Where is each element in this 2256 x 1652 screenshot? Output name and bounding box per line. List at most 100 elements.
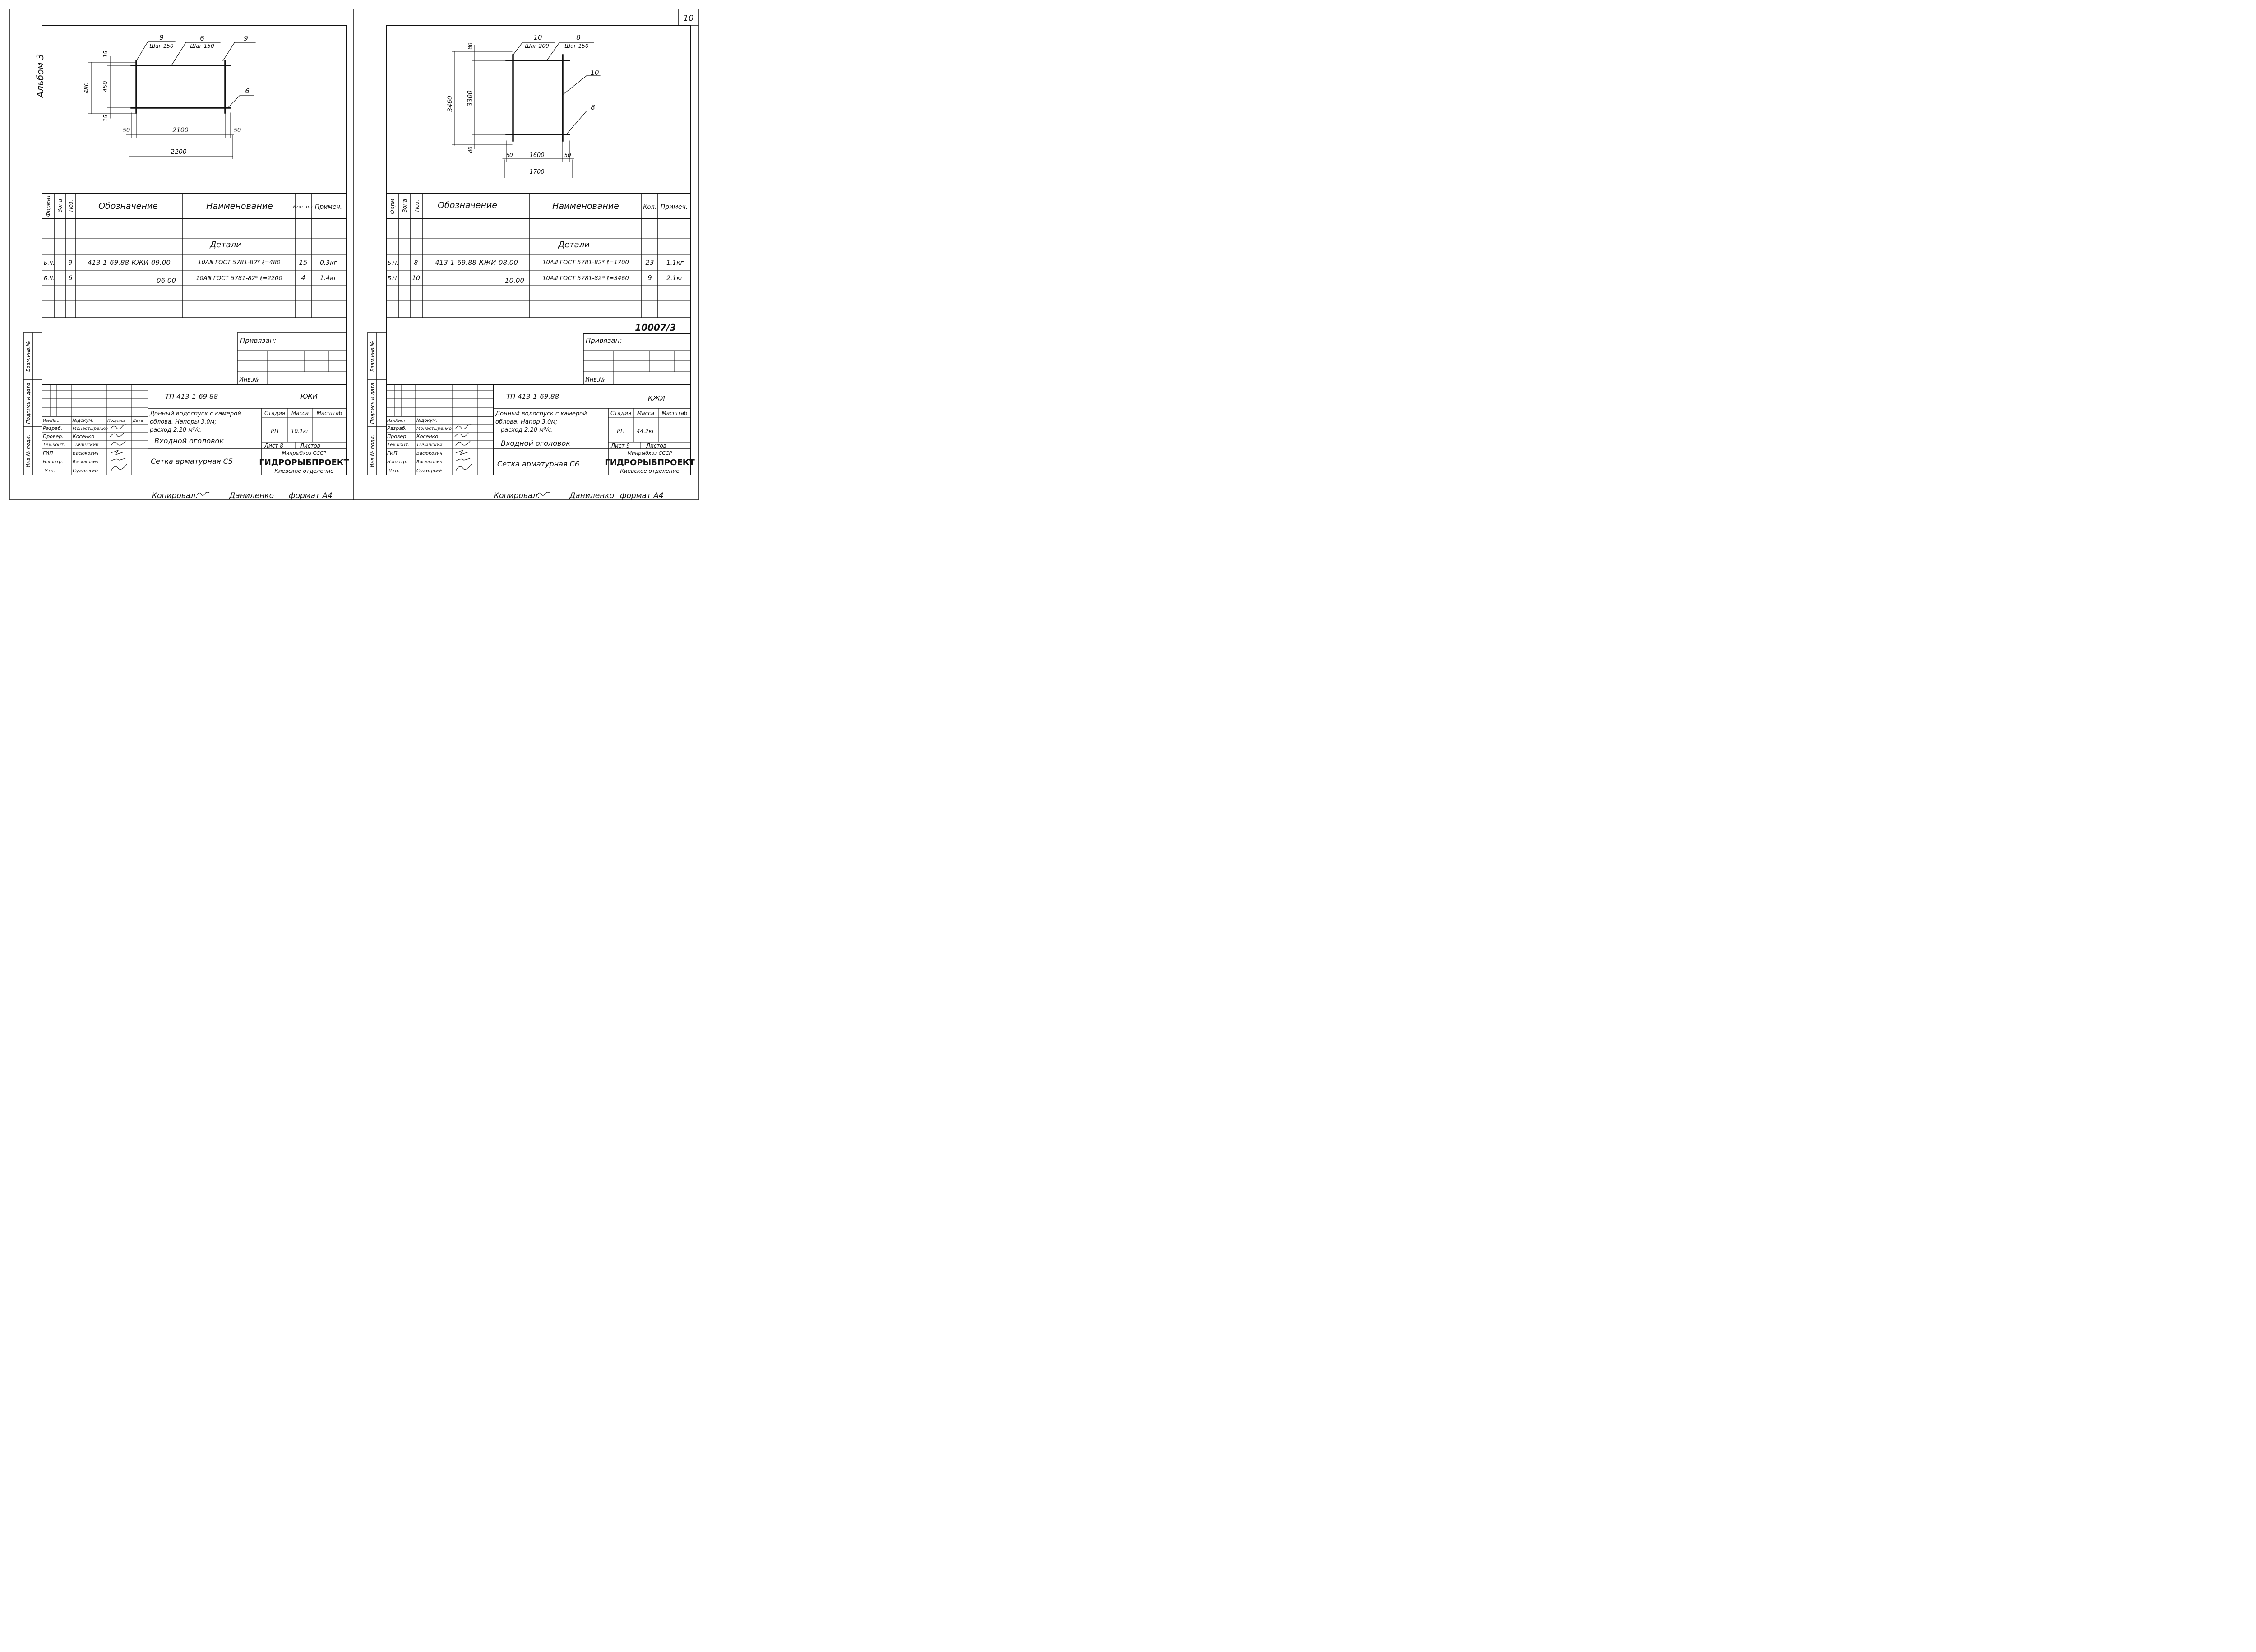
- left-doc-mark: КЖИ: [300, 392, 318, 401]
- album-label: Альбом 3: [35, 54, 46, 99]
- right-sheet-number: Лист 9: [610, 443, 630, 449]
- left-rev-list: Лист: [51, 419, 62, 423]
- right-row2-qty: 9: [647, 274, 652, 282]
- left-role-4: ГИП: [43, 450, 53, 456]
- left-dim-bottom-offset: 15: [102, 115, 109, 121]
- left-row1-qty: 15: [299, 258, 307, 267]
- left-object-title: Входной оголовок: [154, 437, 224, 445]
- left-scale-label: Масштаб: [316, 410, 342, 416]
- right-dim-top-offset: 80: [467, 42, 473, 50]
- left-mass-value: 10.1кг: [291, 428, 310, 434]
- left-row1-format: Б.Ч.: [44, 260, 55, 266]
- right-footer-copied: Копировал.: [494, 491, 540, 500]
- right-callout-a-step: Шаг 200: [525, 43, 549, 49]
- right-header-qty: Кол.: [643, 204, 656, 211]
- left-name-3: Тычинский: [73, 443, 99, 448]
- left-callout-b-pos: 6: [200, 34, 204, 42]
- left-role-6: Утв.: [45, 468, 55, 474]
- right-callout-c-pos: 10: [590, 69, 599, 77]
- left-description-line3: расход 2.20 м³/с.: [149, 427, 202, 434]
- right-section-title: Детали: [558, 240, 590, 249]
- right-stage-label: Стадия: [610, 410, 631, 416]
- right-row2-format: Б.Ч: [388, 275, 397, 281]
- drawing-sheet: 10 Альбом 3 9 Шаг 150 6 Шаг 150 9 6 480 …: [0, 0, 705, 508]
- left-dim-total-width: 2200: [171, 148, 187, 156]
- right-row1-designation: 413-1-69.88-КЖИ-08.00: [435, 258, 518, 267]
- right-row1-qty: 23: [645, 258, 654, 267]
- left-rev-izm: Изм.: [43, 419, 52, 423]
- right-header-pos: Поз.: [414, 200, 420, 212]
- right-callout-a-pos: 10: [533, 33, 542, 42]
- left-dim-h-total: 480: [83, 83, 90, 94]
- right-rev-list: Лист: [395, 419, 406, 423]
- right-org-line1: Минрыбхоз СССР: [628, 450, 672, 456]
- right-podp-label: Подпись и дата: [370, 383, 375, 424]
- left-name-4: Васюкович: [73, 451, 98, 456]
- right-mass-value: 44.2кг: [637, 428, 655, 434]
- right-callout-b-step: Шаг 150: [564, 43, 589, 49]
- left-sheets-label: Листов: [300, 443, 320, 449]
- left-inv-no-label: Инв.№: [239, 377, 259, 383]
- left-vzam-label: Взам.инв.№: [25, 341, 31, 372]
- right-callout-b-pos: 8: [576, 33, 581, 42]
- drawing-canvas: 10 Альбом 3 9 Шаг 150 6 Шаг 150 9 6 480 …: [9, 9, 699, 500]
- left-description-line2: облова. Напоры 3.0м;: [150, 419, 217, 425]
- left-section-title: Детали: [209, 240, 241, 249]
- left-name-1: Монастыренко: [73, 426, 108, 431]
- right-stage-value: РП: [617, 428, 625, 435]
- left-org-line2: ГИДРОРЫБПРОЕКТ: [259, 458, 349, 467]
- left-header-format: Формат: [45, 194, 51, 217]
- left-podp-label: Подпись и дата: [25, 383, 31, 424]
- left-privyazan-label: Привязан:: [240, 337, 276, 345]
- right-scale-label: Масштаб: [661, 410, 688, 416]
- left-dim-inner-width: 2100: [172, 127, 189, 134]
- left-rev-date: Дата: [132, 419, 143, 423]
- right-stamp: 10007/3: [635, 322, 676, 333]
- left-callout-a-pos: 9: [159, 33, 164, 42]
- left-header-designation: Обозначение: [98, 201, 158, 211]
- page-number: 10: [684, 14, 694, 23]
- right-row2-designation: -10.00: [503, 277, 524, 285]
- right-header-note: Примеч.: [661, 203, 688, 211]
- right-name-1: Монастыренко: [416, 426, 452, 431]
- right-dim-overhang-right: 50: [564, 152, 571, 158]
- right-dim-bottom-offset: 80: [467, 146, 473, 153]
- left-row2-qty: 4: [301, 274, 305, 282]
- right-header-format: Форм.: [389, 197, 396, 214]
- right-sheet-title: Сетка арматурная С6: [497, 460, 579, 468]
- right-role-5: Н.контр.: [387, 460, 407, 465]
- left-footer-format: формат А4: [289, 491, 333, 500]
- left-row2-format: Б.Ч.: [44, 275, 55, 281]
- left-inv-podl-label: Инв.№ подл.: [25, 435, 31, 467]
- right-row1-name: 10АⅢ ГОСТ 5781-82* ℓ=1700: [542, 259, 629, 266]
- right-mass-label: Масса: [637, 410, 654, 416]
- left-header-name: Наименование: [206, 201, 273, 211]
- left-row1-pos: 9: [69, 259, 73, 267]
- left-org-line3: Киевское отделение: [274, 468, 333, 474]
- left-dim-h-inner: 450: [102, 81, 109, 92]
- right-row2-pos: 10: [412, 275, 420, 282]
- right-role-2: Провер: [387, 434, 406, 439]
- left-row1-designation: 413-1-69.88-КЖИ-09.00: [88, 258, 171, 267]
- left-stage-label: Стадия: [264, 410, 285, 416]
- right-dim-h-total: 3460: [447, 96, 454, 112]
- left-sheet-title: Сетка арматурная С5: [151, 457, 233, 466]
- left-role-2: Провер.: [43, 434, 64, 439]
- right-rev-izm: Изм.: [387, 419, 397, 423]
- left-callout-b-step: Шаг 150: [190, 43, 214, 49]
- left-row2-note: 1.4кг: [320, 275, 337, 282]
- right-inv-no-label: Инв.№: [585, 377, 605, 383]
- right-callout-d-pos: 8: [591, 103, 595, 111]
- right-privyazan-label: Привязан:: [586, 337, 622, 345]
- right-org-line3: Киевское отделение: [620, 468, 679, 474]
- right-name-2: Косенко: [416, 434, 438, 439]
- right-rev-doc: №докум.: [416, 418, 437, 423]
- right-row2-note: 2.1кг: [666, 275, 684, 282]
- right-name-5: Васюкович: [416, 460, 442, 465]
- right-name-6: Сухицкий: [416, 468, 442, 474]
- right-role-3: Тех.конт.: [387, 443, 409, 448]
- right-org-line2: ГИДРОРЫБПРОЕКТ: [605, 458, 695, 467]
- right-name-3: Тычинский: [416, 443, 443, 448]
- left-role-3: Тех.конт.: [43, 443, 65, 448]
- left-name-6: Сухицкий: [73, 468, 98, 474]
